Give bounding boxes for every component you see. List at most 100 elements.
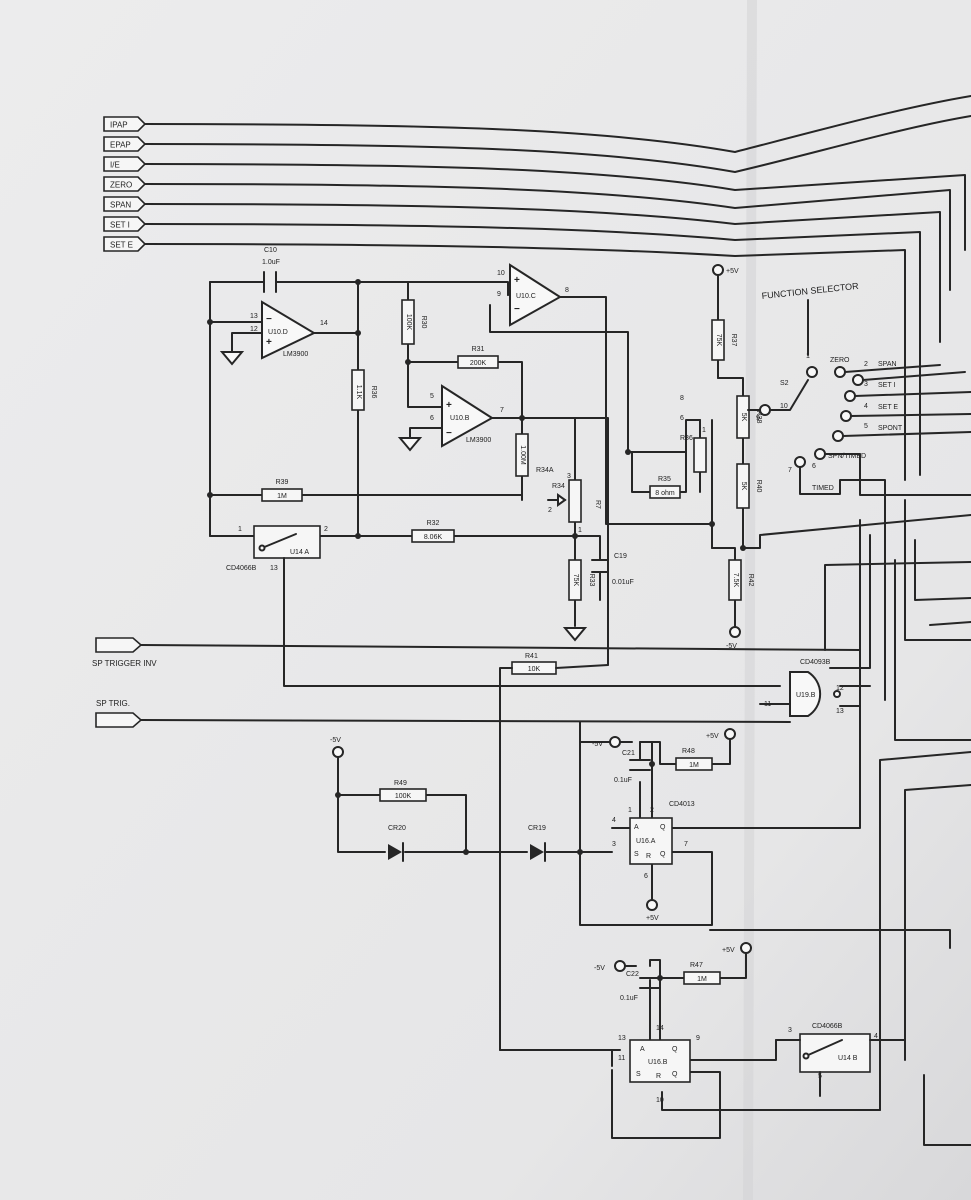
component-ref: C19 [614,553,627,560]
supply-label: -5V [594,965,605,972]
component-ref: R40 [755,480,762,493]
svg-text:R7: R7 [594,500,601,509]
svg-text:1: 1 [702,427,706,434]
component-value: 200K [470,360,487,367]
connector-span: SPAN [103,196,147,212]
component-ref: C10 [264,247,277,254]
bus-connectors: IPAP EPAP I/E ZERO SPAN SET I SET E [103,116,147,252]
component-ref: R30 [420,316,427,329]
component-ref: R37 [730,334,737,347]
selector-position-span[interactable]: 2 SPAN [852,361,897,386]
resistor-r39: 1M R39 [261,479,303,502]
pin-label: 4 [864,403,868,410]
component-value: 0.01uF [612,579,634,586]
flipflop-u16b: A Q U16.B S R Q 13 14 11 9 10 [618,1025,700,1104]
switch-u14a: U14 A CD4066B 1 2 13 [226,525,328,572]
pin-label: 13 [618,1035,626,1042]
pin-label: 6 [644,873,648,880]
flipflop-u16a: A Q U16.A S R Q CD4013 1 2 4 3 6 7 [612,801,695,880]
svg-text:Q: Q [672,1046,678,1053]
selector-position-zero[interactable]: 1 ZERO [806,353,850,378]
pin-label: 10 [656,1097,664,1104]
pin-label: 3 [788,1027,792,1034]
svg-text:7: 7 [684,841,688,848]
component-value: 5K [740,482,747,491]
supply-terminal [646,899,658,911]
pin-label: 5 [430,393,434,400]
pin-label: 1 [628,807,632,814]
component-value: 1M [689,762,699,769]
capacitor-c19: C19 0.01uF [591,553,634,586]
selector-position-timed[interactable]: 7 TIMED [788,456,834,492]
resistor-r49: 100K R49 [379,780,427,802]
pin-label: 7 [500,407,504,414]
pin-label: 1 [238,526,242,533]
component-ref: U16.A [636,838,656,845]
component-ref: R35 [658,476,671,483]
resistor-r40: 5K R40 [736,463,762,509]
pin-label: 7 [788,467,792,474]
component-value: 10K [528,666,541,673]
resistor-r48: 1M R48 [675,748,713,771]
opamp-part: LM3900 [283,351,308,358]
component-value: 0.1uF [620,995,638,1002]
svg-text:−: − [446,428,452,439]
supply-label: -5V [592,741,603,748]
opamp-part: LM3900 [466,437,491,444]
component-part: CD4066B [812,1023,843,1030]
position-label: ZERO [830,357,850,364]
pin-label: 13 [250,313,258,320]
pin-label: 6 [812,463,816,470]
capacitor-c10: C10 1.0uF [262,247,280,293]
supply-terminal: +5V [712,264,739,276]
pin-label: 10 [497,270,505,277]
supply-label: +5V [726,268,739,275]
pin-label: 9 [696,1035,700,1042]
opamp-u10b: + − U10.B LM3900 5 6 7 [430,384,504,448]
component-value: 8.06K [424,534,443,541]
pin-label: 12 [836,685,844,692]
potentiometer-r36: R36 1 6 [680,415,707,473]
potentiometer-r34: R34 3 2 1 R7 [548,473,601,534]
right-edge-traces [744,499,971,1146]
sp-trig-connector: SP TRIG. [95,699,791,728]
component-ref: R32 [427,520,440,527]
connector-label: SP TRIGGER INV [92,659,157,668]
component-value: 5K [740,413,747,422]
pin-label: 2 [650,807,654,814]
component-ref: R34 [552,483,565,490]
pin-label: 10 [780,403,788,410]
component-ref: CR20 [388,825,406,832]
component-value: 1.0uF [262,259,280,266]
supply-label: +5V [646,915,659,922]
capacitor-c22: C22 0.1uF [620,971,661,1002]
component-value: 100K [395,793,412,800]
position-label: SPN/TIMED [828,453,866,460]
connector-label: SP TRIG. [96,699,130,708]
opamp-ref: U10.B [450,415,470,422]
opamp-u10c: + − U10.C 10 9 8 [497,263,569,327]
component-value: 75K [715,334,722,347]
component-ref: R39 [276,479,289,486]
connector-set-i: SET I [103,216,147,232]
pin-label: 8 [680,395,684,402]
position-label: SPAN [878,361,897,368]
component-ref: R48 [682,748,695,755]
connector-label: EPAP [110,141,131,150]
supply-terminal: -5V [726,626,741,650]
supply-terminal [614,960,626,972]
flipflop-u16b-section: -5V +5V C22 0.1uF 1M R47 A Q U16.B S R Q [499,929,951,1139]
svg-text:R: R [656,1073,661,1080]
resistor-r37: 75K R37 [711,319,737,361]
component-ref: U14 A [290,549,309,556]
resistor-r42: 7.5K R42 [728,559,754,601]
u10-middle-stage: 100K R30 200K R31 + − U10.C 10 9 8 + − U… [397,263,713,666]
component-value: 100K [405,314,412,331]
ground-icon [562,627,588,642]
svg-text:A: A [634,824,639,831]
connector-epap: EPAP [103,136,147,152]
component-value: 1M [277,493,287,500]
resistor-r30: 100K R30 [401,299,427,345]
component-ref: R41 [525,653,538,660]
component-ref: R34A [536,467,554,474]
